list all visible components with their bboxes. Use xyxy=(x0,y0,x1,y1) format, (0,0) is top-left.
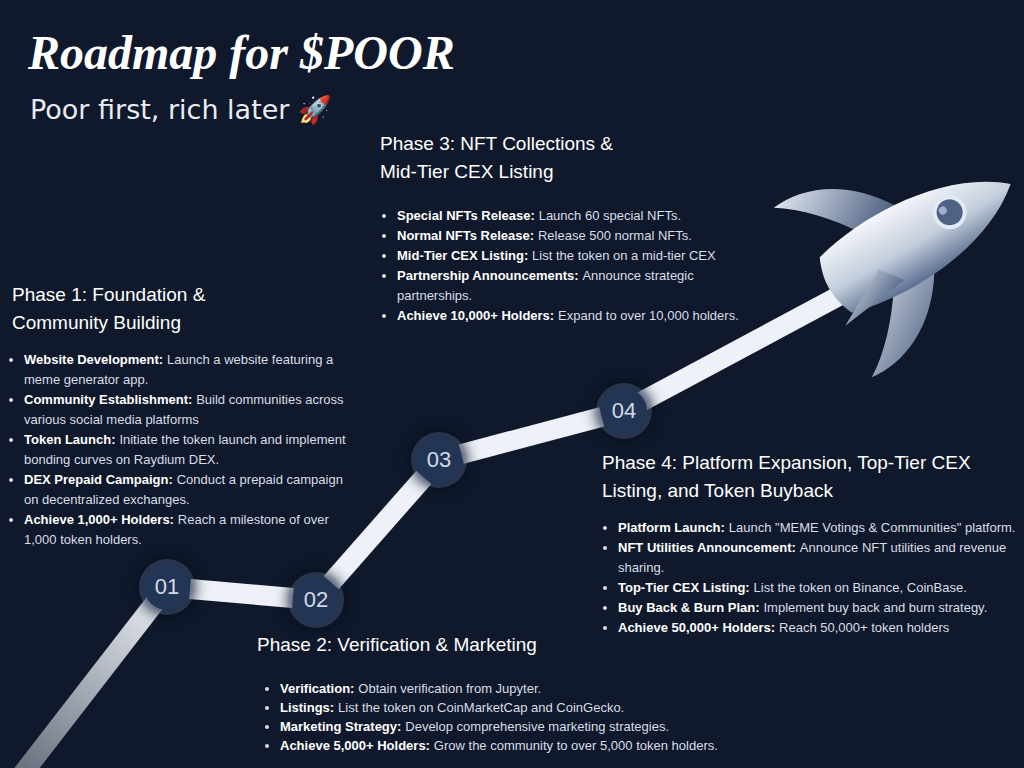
phase-number-circle: 04 xyxy=(601,388,647,434)
milestone-detail: List the token on Binance, CoinBase. xyxy=(754,580,967,595)
milestone-detail: Expand to over 10,000 holders. xyxy=(558,308,739,323)
rocket-illustration xyxy=(773,99,1024,378)
path-lead-in xyxy=(10,587,167,768)
milestone-item: Special NFTs Release: Launch 60 special N… xyxy=(397,206,750,226)
milestone-detail: Release 500 normal NFTs. xyxy=(538,228,692,243)
milestone-name: Buy Back & Burn Plan: xyxy=(618,600,760,615)
milestone-detail: Grow the community to over 5,000 token h… xyxy=(434,738,718,753)
milestone-name: Achieve 1,000+ Holders: xyxy=(24,512,174,527)
phase-heading: Phase 3: NFT Collections & Mid-Tier CEX … xyxy=(380,130,632,186)
milestone-detail: Launch "MEME Votings & Communities" plat… xyxy=(729,520,1016,535)
milestone-name: Achieve 5,000+ Holders: xyxy=(280,738,430,753)
milestone-item: Achieve 50,000+ Holders: Reach 50,000+ to… xyxy=(618,618,1016,638)
milestone-name: Verification: xyxy=(280,681,354,696)
milestone-name: NFT Utilities Announcement: xyxy=(618,540,796,555)
phase-number: 04 xyxy=(612,398,636,424)
milestone-detail: Develop comprehensive marketing strategi… xyxy=(405,719,669,734)
milestone-item: Community Establishment:Build communitie… xyxy=(24,390,347,430)
milestone-list: Verification: Obtain verification from Ju… xyxy=(268,679,828,755)
phase-number-circle: 02 xyxy=(293,577,339,623)
milestone-list: Platform Launch: Launch "MEME Votings & C… xyxy=(606,518,1016,638)
milestone-item: Achieve 10,000+ Holders: Expand to over 1… xyxy=(397,306,750,326)
milestone-name: Community Establishment: xyxy=(24,392,192,407)
milestone-item: Achieve 5,000+ Holders: Grow the communit… xyxy=(280,736,828,755)
milestone-detail: Implement buy back and burn strategy. xyxy=(763,600,987,615)
milestone-item: Token Launch:Initiate the token launch a… xyxy=(24,430,347,470)
milestone-name: Marketing Strategy: xyxy=(280,719,401,734)
milestone-name: Achieve 10,000+ Holders: xyxy=(397,308,554,323)
roadmap-path xyxy=(461,417,602,454)
milestone-detail: Obtain verification from Jupyter. xyxy=(358,681,541,696)
milestone-name: Achieve 50,000+ Holders: xyxy=(618,620,775,635)
subtitle: Poor first, rich later 🚀 xyxy=(30,92,332,128)
milestone-name: Listings: xyxy=(280,700,334,715)
rocket-window xyxy=(929,192,970,233)
milestone-item: Website Development:Launch a website fea… xyxy=(24,350,347,390)
phase-heading: Phase 4: Platform Expansion, Top-Tier CE… xyxy=(602,449,1007,505)
milestone-item: Achieve 1,000+ Holders:Reach a milestone… xyxy=(24,510,347,550)
milestone-item: Top-Tier CEX Listing: List the token on B… xyxy=(618,578,1016,598)
milestone-name: DEX Prepaid Campaign: xyxy=(24,472,173,487)
milestone-detail: Launch 60 special NFTs. xyxy=(539,208,681,223)
milestone-item: DEX Prepaid Campaign:Conduct a prepaid c… xyxy=(24,470,347,510)
milestone-detail: Reach 50,000+ token holders xyxy=(779,620,949,635)
milestone-item: Marketing Strategy: Develop comprehensive… xyxy=(280,717,828,736)
phase-number-circle: 03 xyxy=(416,437,462,483)
milestone-name: Partnership Announcements: xyxy=(397,268,579,283)
milestone-name: Special NFTs Release: xyxy=(397,208,535,223)
milestone-name: Platform Launch: xyxy=(618,520,725,535)
milestone-name: Mid-Tier CEX Listing: xyxy=(397,248,528,263)
rocket-body xyxy=(809,149,1024,324)
phase-number-circle: 01 xyxy=(144,564,190,610)
page-title: Roadmap for $POOR xyxy=(28,24,455,82)
milestone-list: Website Development:Launch a website fea… xyxy=(12,350,347,550)
milestone-detail: List the token on CoinMarketCap and Coin… xyxy=(338,700,624,715)
milestone-item: Verification: Obtain verification from Ju… xyxy=(280,679,828,698)
phase-number: 02 xyxy=(304,587,328,613)
phase-number: 03 xyxy=(427,447,451,473)
milestone-list: Special NFTs Release: Launch 60 special N… xyxy=(385,206,750,326)
milestone-item: Listings: List the token on CoinMarketCap… xyxy=(280,698,828,717)
rocket-fin xyxy=(829,261,909,326)
milestone-detail: List the token on a mid-tier CEX xyxy=(532,248,716,263)
milestone-name: Top-Tier CEX Listing: xyxy=(618,580,750,595)
milestone-item: Normal NFTs Release: Release 500 normal N… xyxy=(397,226,750,246)
roadmap-path xyxy=(190,589,293,598)
phase-heading: Phase 2: Verification & Marketing xyxy=(257,631,677,659)
milestone-name: Normal NFTs Release: xyxy=(397,228,534,243)
milestone-name: Token Launch: xyxy=(24,432,115,447)
roadmap-path xyxy=(331,477,424,582)
milestone-item: NFT Utilities Announcement:Announce NFT … xyxy=(618,538,1016,578)
milestone-item: Buy Back & Burn Plan:Implement buy back … xyxy=(618,598,1016,618)
milestone-item: Platform Launch: Launch "MEME Votings & C… xyxy=(618,518,1016,538)
rocket-window-glint xyxy=(937,205,948,216)
phase-heading: Phase 1: Foundation & Community Building xyxy=(12,281,237,337)
phase-number: 01 xyxy=(155,574,179,600)
milestone-item: Mid-Tier CEX Listing: List the token on a… xyxy=(397,246,750,266)
milestone-name: Website Development: xyxy=(24,352,163,367)
milestone-item: Partnership Announcements:Announce strat… xyxy=(397,266,750,306)
